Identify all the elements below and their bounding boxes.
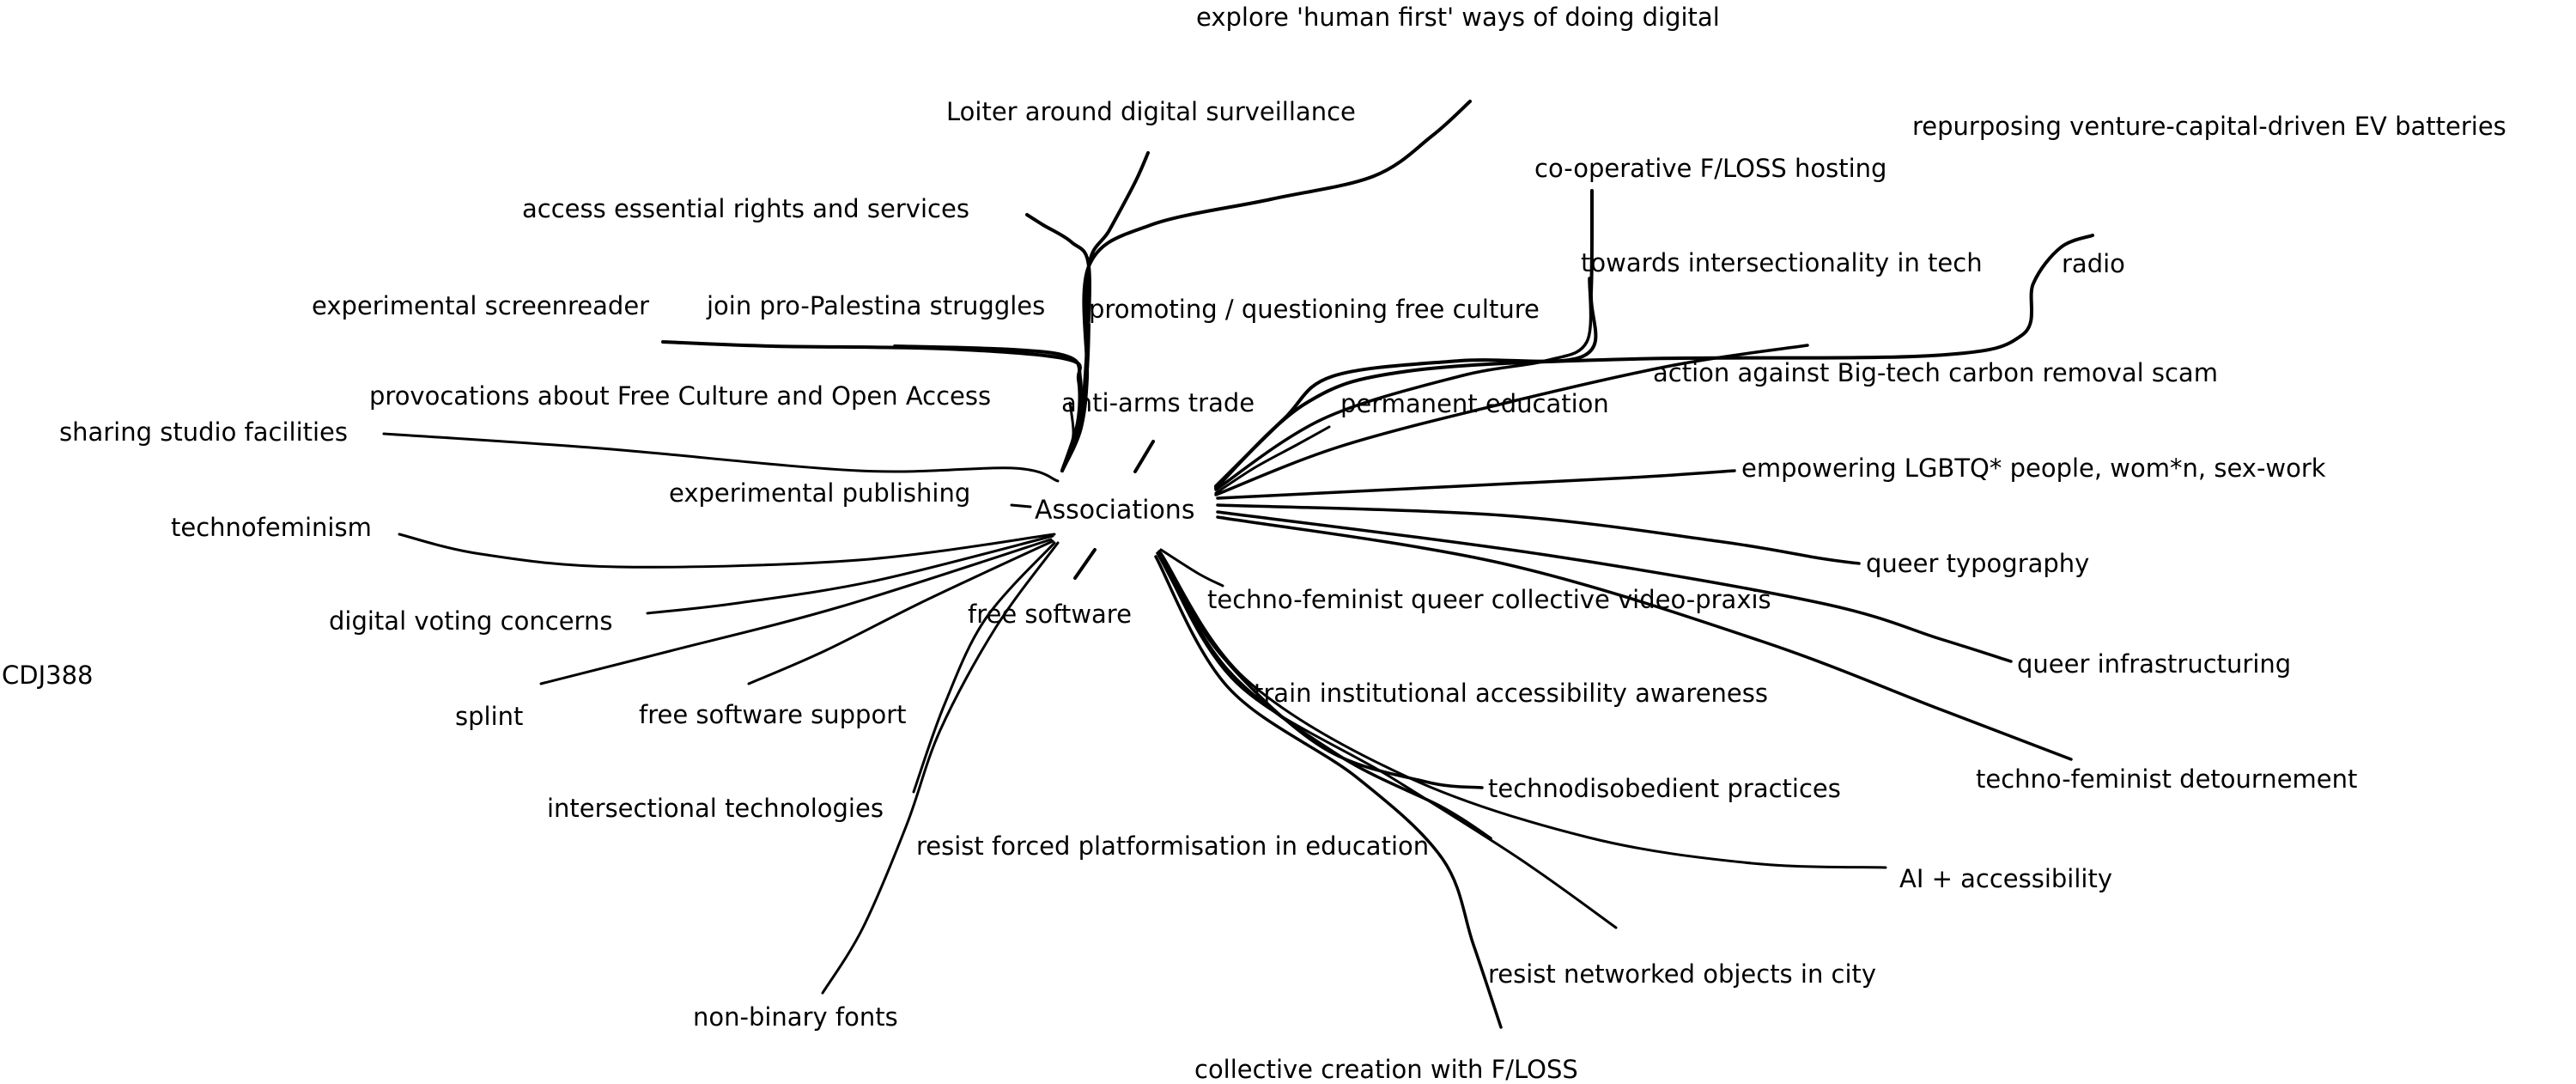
corner-id-label: CDJ388: [2, 661, 93, 690]
node-cooperative-floss-hosting[interactable]: co-operative F/LOSS hosting: [1534, 154, 1886, 183]
center-node-label[interactable]: Associations: [1035, 496, 1194, 526]
edge-free-software: [1073, 548, 1097, 580]
edge-promoting-free-culture: [1060, 323, 1091, 472]
node-resist-networked-objects[interactable]: resist networked objects in city: [1488, 959, 1876, 989]
node-experimental-screenreader[interactable]: experimental screenreader: [312, 291, 649, 320]
node-free-software-support[interactable]: free software support: [639, 700, 907, 729]
edge-resist-forced-platformisation: [1156, 551, 1492, 840]
node-queer-typography[interactable]: queer typography: [1866, 549, 2089, 578]
node-ai-accessibility[interactable]: AI + accessibility: [1899, 864, 2112, 893]
edges-layer: [382, 100, 2094, 1029]
node-technodisobedient-practices[interactable]: technodisobedient practices: [1488, 774, 1841, 803]
edge-queer-typography: [1216, 503, 1861, 565]
node-digital-voting-concerns[interactable]: digital voting concerns: [329, 606, 612, 636]
edge-techno-feminist-detournement: [1216, 515, 2073, 761]
edge-ai-accessibility: [1159, 551, 1887, 869]
node-explore-human-first[interactable]: explore 'human first' ways of doing digi…: [1196, 3, 1720, 32]
node-resist-forced-platformisation[interactable]: resist forced platformisation in educati…: [916, 831, 1429, 861]
node-techno-feminist-detournement[interactable]: techno-feminist detournement: [1976, 764, 2357, 794]
edge-free-software-support: [747, 539, 1054, 685]
edge-permanent-education: [1214, 425, 1331, 495]
node-permanent-education[interactable]: permanent education: [1340, 389, 1609, 418]
edge-collective-creation-floss: [1154, 555, 1503, 1029]
edge-repurposing-ev-batteries: [1214, 234, 2094, 490]
edge-intersectional-technologies: [912, 541, 1056, 794]
edge-video-praxis: [1159, 548, 1224, 588]
node-empowering-lgbtq[interactable]: empowering LGBTQ* people, wom*n, sex-wor…: [1741, 454, 2326, 483]
node-anti-arms-trade[interactable]: anti-arms trade: [1061, 388, 1255, 417]
edge-splint: [539, 538, 1053, 685]
node-queer-infrastructuring[interactable]: queer infrastructuring: [2017, 649, 2291, 679]
node-intersectional-technologies[interactable]: intersectional technologies: [547, 794, 884, 823]
edge-experimental-screenreader: [661, 340, 1082, 472]
node-splint[interactable]: splint: [455, 702, 523, 731]
edge-action-bigtech-carbon: [1214, 344, 1809, 496]
edge-queer-infrastructuring: [1216, 510, 2013, 663]
edge-non-binary-fonts: [821, 541, 1060, 995]
node-promoting-free-culture[interactable]: promoting / questioning free culture: [1089, 295, 1540, 324]
edge-towards-intersectionality: [1214, 277, 1593, 491]
edge-sharing-studio-facilities: [382, 432, 1060, 483]
edge-technofeminism: [398, 533, 1056, 569]
node-experimental-publishing[interactable]: experimental publishing: [669, 478, 970, 508]
node-video-praxis[interactable]: techno-feminist queer collective video-p…: [1207, 585, 1771, 614]
node-technofeminism[interactable]: technofeminism: [171, 513, 372, 542]
edge-technodisobedient-practices: [1157, 550, 1484, 789]
node-free-software[interactable]: free software: [968, 600, 1132, 629]
node-access-essential-rights[interactable]: access essential rights and services: [522, 194, 969, 223]
node-join-pro-palestina[interactable]: join pro-Palestina struggles: [706, 291, 1045, 320]
node-train-accessibility-awareness[interactable]: train institutional accessibility awaren…: [1254, 679, 1768, 708]
node-repurposing-ev-batteries[interactable]: repurposing venture-capital-driven EV ba…: [1912, 112, 2506, 141]
edge-resist-networked-objects: [1157, 553, 1618, 929]
edge-empowering-lgbtq: [1216, 469, 1736, 500]
edge-cooperative-floss-hosting: [1214, 189, 1598, 488]
node-collective-creation-floss[interactable]: collective creation with F/LOSS: [1194, 1055, 1578, 1084]
edge-experimental-publishing: [1010, 503, 1032, 509]
node-non-binary-fonts[interactable]: non-binary fonts: [693, 1002, 898, 1032]
edge-provocations-free-culture: [1066, 401, 1075, 461]
edge-anti-arms-trade: [1133, 440, 1155, 473]
node-action-bigtech-carbon[interactable]: action against Big-tech carbon removal s…: [1653, 358, 2218, 387]
node-provocations-free-culture[interactable]: provocations about Free Culture and Open…: [369, 381, 991, 411]
node-radio[interactable]: radio: [2062, 249, 2125, 278]
edge-digital-voting-concerns: [646, 534, 1054, 615]
nodes-layer: Associations CDJ388 explore 'human first…: [2, 3, 2506, 1084]
node-sharing-studio-facilities[interactable]: sharing studio facilities: [59, 417, 348, 447]
node-towards-intersectionality[interactable]: towards intersectionality in tech: [1581, 248, 1983, 277]
node-loiter-digital-surveillance[interactable]: Loiter around digital surveillance: [946, 97, 1356, 126]
